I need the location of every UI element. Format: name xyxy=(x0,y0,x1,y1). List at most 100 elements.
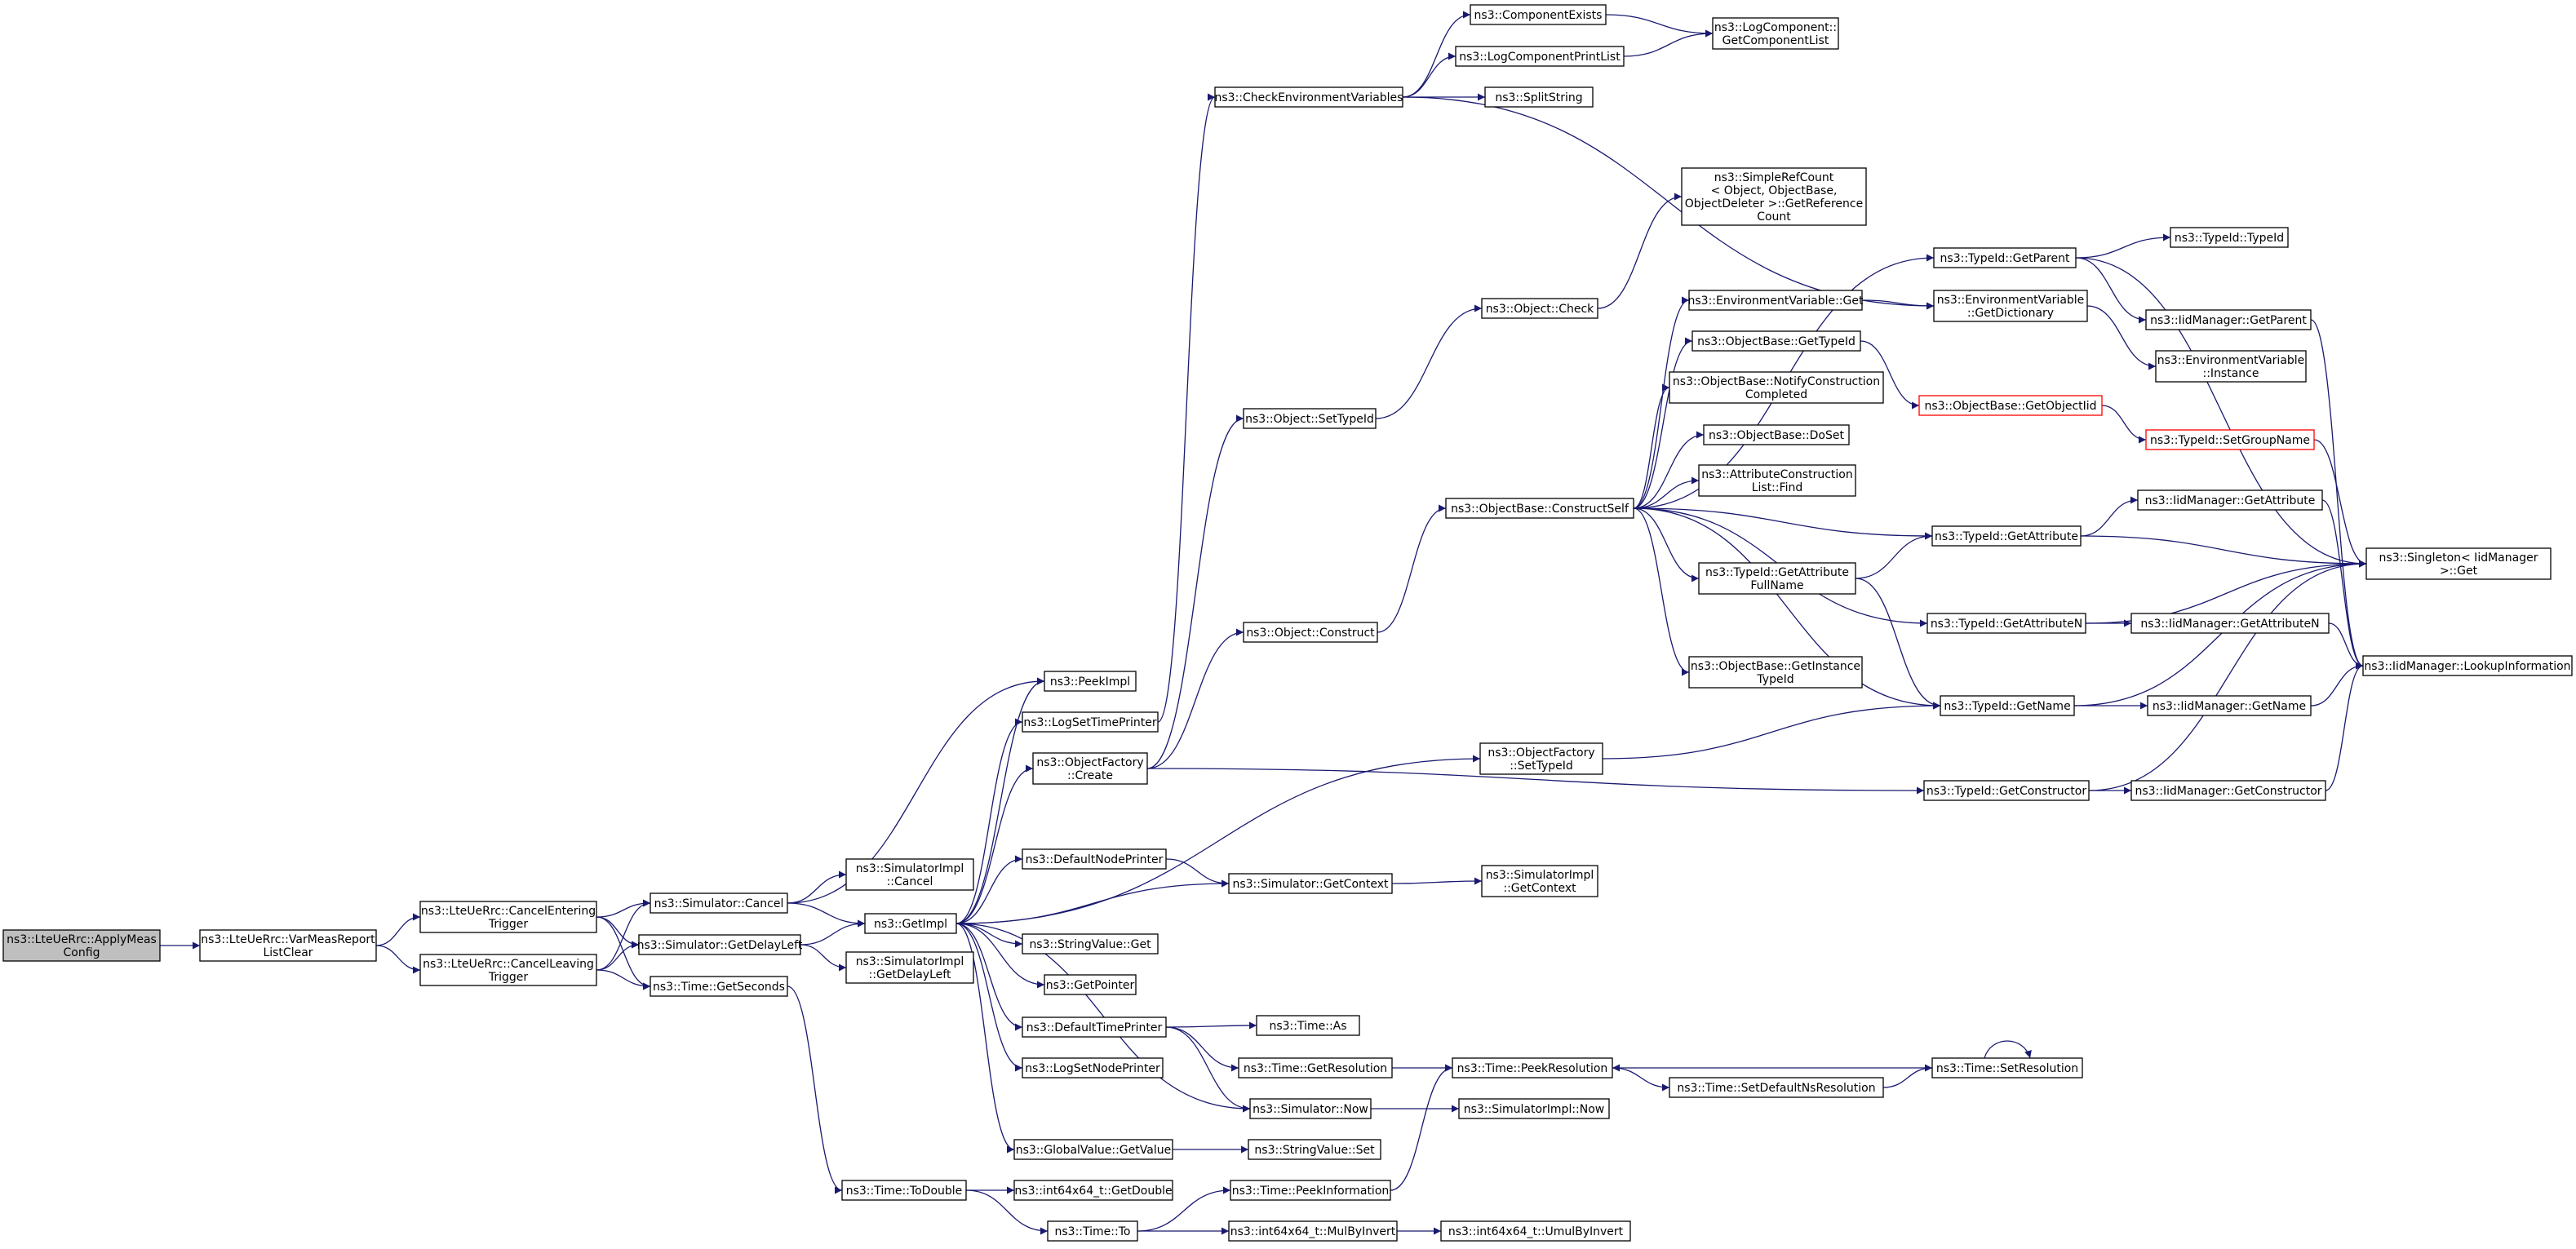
function-node[interactable]: ns3::IidManager::GetAttribute xyxy=(2137,489,2323,511)
function-node[interactable]: ns3::Time::ToDouble xyxy=(841,1180,967,1201)
function-node[interactable]: ns3::LogComponent::GetComponentList xyxy=(1712,17,1839,50)
call-edge xyxy=(1377,504,1447,633)
function-node[interactable]: ns3::ObjectBase::GetTypeId xyxy=(1691,330,1861,352)
function-node-label: ::Create xyxy=(1067,769,1113,782)
function-node[interactable]: ns3::DefaultTimePrinter xyxy=(1022,1016,1167,1038)
function-node[interactable]: ns3::Time::SetDefaultNsResolution xyxy=(1669,1077,1884,1098)
function-node-box xyxy=(1243,622,1378,643)
function-node[interactable]: ns3::CheckEnvironmentVariables xyxy=(1214,86,1403,108)
function-node-box xyxy=(419,901,597,933)
function-node-label: ns3::Object::Check xyxy=(1486,303,1594,316)
function-node[interactable]: ns3::SplitString xyxy=(1484,86,1594,108)
function-node[interactable]: ns3::TypeId::GetAttribute xyxy=(1931,525,2082,547)
function-node[interactable]: ns3::Simulator::Cancel xyxy=(650,892,788,914)
function-node[interactable]: ns3::StringValue::Set xyxy=(1248,1139,1381,1160)
function-node[interactable]: ns3::Simulator::GetContext xyxy=(1228,873,1393,894)
function-node[interactable]: ns3::LogSetTimePrinter xyxy=(1022,711,1159,733)
function-node[interactable]: ns3::ObjectFactory::SetTypeId xyxy=(1479,742,1603,775)
function-node-box xyxy=(1249,1098,1372,1119)
function-node-label: ::GetDelayLeft xyxy=(869,968,951,981)
function-node[interactable]: ns3::Time::PeekResolution xyxy=(1452,1057,1613,1078)
function-node[interactable]: ns3::Time::GetSeconds xyxy=(650,976,788,997)
call-edge xyxy=(1146,768,1925,795)
function-node-label: ns3::LteUeRrc::ApplyMeas xyxy=(7,933,157,946)
function-node[interactable]: ns3::GetImpl xyxy=(864,913,957,934)
call-edge xyxy=(955,755,1481,924)
function-node-label: ns3::Time::PeekResolution xyxy=(1457,1062,1608,1075)
function-node-box xyxy=(1931,1057,2083,1078)
function-node-label: ns3::LteUeRrc::CancelEntering xyxy=(421,905,596,918)
function-node[interactable]: ns3::TypeId::GetName xyxy=(1940,695,2075,716)
function-node-box xyxy=(1013,1139,1173,1160)
function-node[interactable]: ns3::ObjectBase::GetObjectIid xyxy=(1918,395,2103,416)
function-node[interactable]: ns3::ObjectBase::ConstructSelf xyxy=(1445,498,1634,519)
function-node-box xyxy=(2137,489,2323,511)
function-node[interactable]: ns3::Time::PeekInformation xyxy=(1230,1180,1391,1201)
function-node[interactable]: ns3::IidManager::GetAttributeN xyxy=(2130,613,2330,634)
function-node[interactable]: ns3::Simulator::Now xyxy=(1249,1098,1372,1119)
function-node[interactable]: ns3::SimulatorImpl::GetDelayLeft xyxy=(845,951,974,984)
function-node[interactable]: ns3::SimulatorImpl::Cancel xyxy=(845,858,974,891)
function-node-label: >::Get xyxy=(2440,565,2478,578)
function-node[interactable]: ns3::ComponentExists xyxy=(1470,4,1607,25)
call-edge xyxy=(955,677,1045,924)
function-node[interactable]: ns3::GetPointer xyxy=(1044,974,1137,995)
function-node-label: ns3::int64x64_t::UmulByInvert xyxy=(1448,1225,1624,1238)
function-node[interactable]: ns3::int64x64_t::GetDouble xyxy=(1013,1180,1173,1201)
function-node[interactable]: ns3::Time::As xyxy=(1256,1015,1360,1036)
function-node[interactable]: ns3::TypeId::GetAttributeN xyxy=(1926,613,2086,634)
function-node-label: ns3::SimulatorImpl xyxy=(856,862,964,875)
function-node[interactable]: ns3::DefaultNodePrinter xyxy=(1022,848,1167,870)
function-node[interactable]: ns3::Time::SetResolution xyxy=(1931,1057,2083,1078)
function-node-box xyxy=(845,951,974,984)
function-node[interactable]: ns3::PeekImpl xyxy=(1044,671,1137,692)
function-node[interactable]: ns3::EnvironmentVariable::Instance xyxy=(2155,350,2307,383)
function-node[interactable]: ns3::Time::To xyxy=(1047,1220,1138,1242)
function-node[interactable]: ns3::int64x64_t::MulByInvert xyxy=(1228,1220,1398,1242)
function-node[interactable]: ns3::TypeId::GetConstructor xyxy=(1923,780,2090,801)
function-node-box xyxy=(845,858,974,891)
function-node[interactable]: ns3::TypeId::TypeId xyxy=(2170,227,2289,248)
function-node-box xyxy=(2145,429,2315,450)
function-node-label: ns3::Time::GetResolution xyxy=(1244,1062,1387,1075)
function-node-label: ns3::DefaultTimePrinter xyxy=(1026,1021,1163,1034)
function-node[interactable]: ns3::IidManager::LookupInformation xyxy=(2362,655,2573,676)
function-node[interactable]: ns3::TypeId::GetParent xyxy=(1933,247,2077,268)
function-node[interactable]: ns3::SimulatorImpl::GetContext xyxy=(1481,865,1598,897)
call-edge xyxy=(1984,1040,2032,1059)
function-node[interactable]: ns3::Object::SetTypeId xyxy=(1243,408,1377,429)
function-node[interactable]: ns3::Simulator::GetDelayLeft xyxy=(637,934,803,955)
function-node[interactable]: ns3::Object::Check xyxy=(1481,298,1598,319)
function-node[interactable]: ns3::ObjectBase::DoSet xyxy=(1703,424,1850,445)
function-node[interactable]: ns3::ObjectBase::NotifyConstructionCompl… xyxy=(1669,371,1884,404)
function-node[interactable]: ns3::SimpleRefCount< Object, ObjectBase,… xyxy=(1681,167,1867,226)
function-node[interactable]: ns3::IidManager::GetConstructor xyxy=(2130,780,2326,801)
function-node-label: ns3::Time::ToDouble xyxy=(846,1185,963,1198)
function-node[interactable]: ns3::SimulatorImpl::Now xyxy=(1458,1098,1610,1119)
function-node-box xyxy=(2365,547,2552,580)
function-node-label: Config xyxy=(64,946,100,959)
function-node[interactable]: ns3::Object::Construct xyxy=(1243,622,1378,643)
function-node[interactable]: ns3::IidManager::GetParent xyxy=(2145,309,2312,330)
function-node[interactable]: ns3::Singleton< IidManager>::Get xyxy=(2365,547,2552,580)
function-node[interactable]: ns3::int64x64_t::UmulByInvert xyxy=(1440,1220,1631,1242)
function-node[interactable]: ns3::ObjectFactory::Create xyxy=(1032,752,1148,785)
function-node-label: < Object, ObjectBase, xyxy=(1711,184,1838,197)
function-node[interactable]: ns3::EnvironmentVariable::Get xyxy=(1688,290,1864,311)
function-node[interactable]: ns3::Time::GetResolution xyxy=(1238,1057,1393,1078)
function-node[interactable]: ns3::StringValue::Get xyxy=(1022,933,1159,954)
function-node[interactable]: ns3::EnvironmentVariable::GetDictionary xyxy=(1933,290,2088,322)
function-node[interactable]: ns3::GlobalValue::GetValue xyxy=(1013,1139,1173,1160)
function-node[interactable]: ns3::LogSetNodePrinter xyxy=(1022,1057,1164,1078)
function-node[interactable]: ns3::LogComponentPrintList xyxy=(1455,46,1625,67)
function-node[interactable]: ns3::IidManager::GetName xyxy=(2147,695,2312,716)
call-edge xyxy=(800,944,847,972)
function-node[interactable]: ns3::TypeId::SetGroupName xyxy=(2145,429,2315,450)
